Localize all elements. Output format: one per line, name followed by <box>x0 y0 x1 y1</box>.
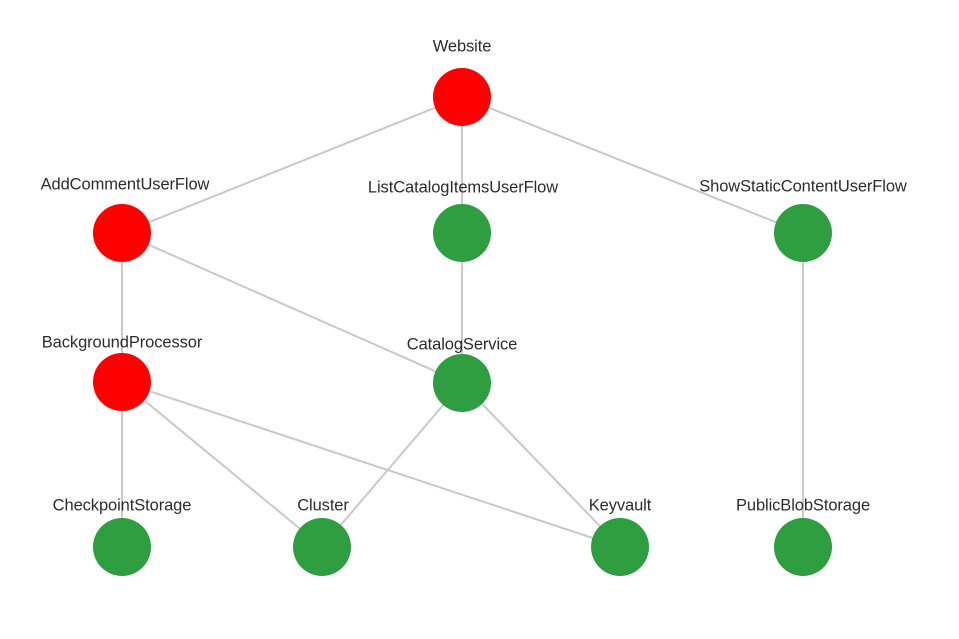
graph-edge <box>121 381 323 548</box>
graph-node-show-static-content-user-flow[interactable] <box>774 204 832 262</box>
graph-edge <box>121 232 463 384</box>
graph-node-cluster[interactable] <box>293 518 351 576</box>
graph-node-public-blob-storage[interactable] <box>774 518 832 576</box>
graph-edge <box>121 96 463 234</box>
edge-layer <box>121 96 804 548</box>
graph-node-list-catalog-items-user-flow[interactable] <box>433 204 491 262</box>
graph-edge <box>461 96 804 234</box>
graph-edge <box>461 382 621 548</box>
graph-edge <box>321 382 463 548</box>
graph-edge <box>121 381 621 548</box>
graph-node-checkpoint-storage[interactable] <box>93 518 151 576</box>
graph-node-catalog-service[interactable] <box>433 354 491 412</box>
node-layer <box>93 68 832 576</box>
graph-node-add-comment-user-flow[interactable] <box>93 204 151 262</box>
graph-node-keyvault[interactable] <box>591 518 649 576</box>
graph-node-background-processor[interactable] <box>93 353 151 411</box>
graph-node-website[interactable] <box>433 68 491 126</box>
